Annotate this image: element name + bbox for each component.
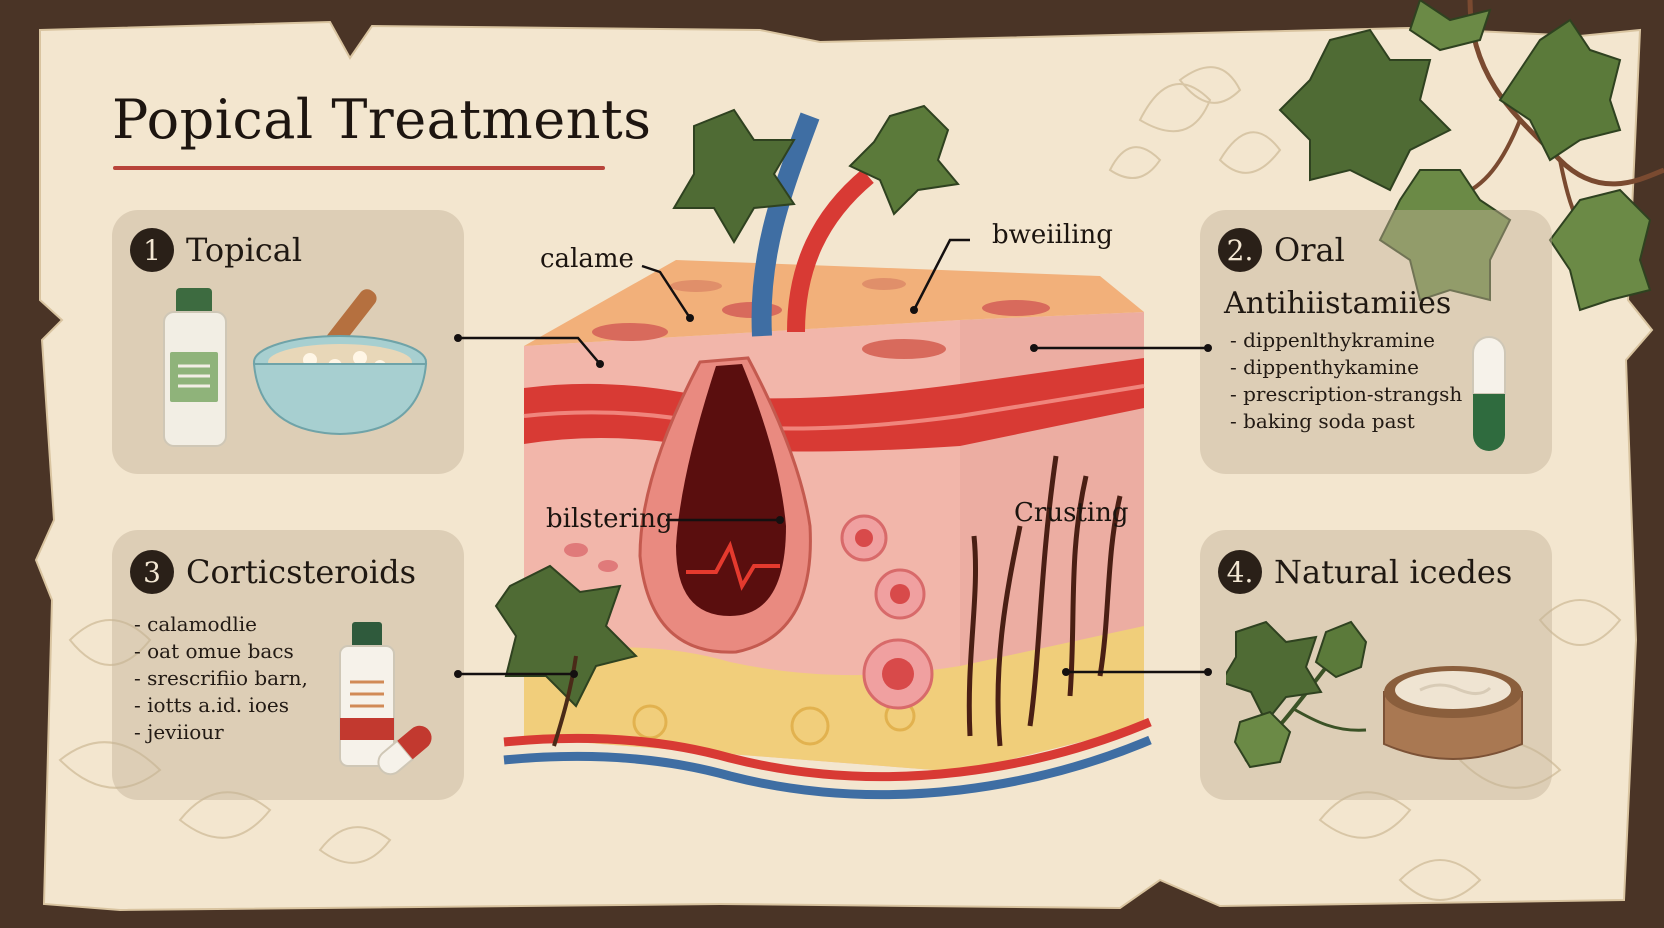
lotion-bottle-icon [163,288,227,447]
list-item: jeviiour [134,719,308,746]
plant-sprig-icon [1226,620,1368,769]
panel-natural-remedies-heading: Natural icedes [1274,553,1513,591]
label-crusting: Crusting [1014,498,1129,528]
panel-corticosteroids-header: 3 Corticsteroids [130,550,416,594]
panel-corticosteroids-list: calamodlie oat omue bacs srescrifiio bar… [134,611,308,746]
label-blistering: bilstering [546,504,673,534]
panel-oral-subheading: Antihiistamiies [1224,286,1452,321]
cream-bottle-icon [339,622,395,767]
pill-capsule-icon [1472,336,1506,451]
list-item: oat omue bacs [134,638,308,665]
panel-oral-heading: Oral [1274,231,1345,269]
oatmeal-bowl-icon [252,289,428,436]
list-item: dippenthykamine [1230,354,1462,381]
panel-natural-remedies-header: 4. Natural icedes [1218,550,1512,594]
list-item: dippenlthykramine [1230,327,1462,354]
panel-oral-header: 2. Oral [1218,228,1345,272]
pill-capsule-icon [377,725,432,776]
panel-corticosteroids-heading: Corticsteroids [186,553,416,591]
list-item: iotts a.id. ioes [134,692,308,719]
step-number-badge: 1 [130,228,174,272]
step-number-badge: 2. [1218,228,1262,272]
list-item: baking soda past [1230,408,1462,435]
page-title: Popical Treatments [112,88,652,151]
list-item: prescription-strangsh [1230,381,1462,408]
skin-cross-section-diagram [494,104,1152,800]
panel-topical-header: 1 Topical [130,228,302,272]
label-calame: calame [540,244,634,274]
panel-oral-list: dippenlthykramine dippenthykamine prescr… [1230,327,1462,435]
list-item: srescrifiio barn, [134,665,308,692]
title-underline [113,166,605,170]
salve-jar-icon [1383,666,1523,760]
step-number-badge: 4. [1218,550,1262,594]
panel-topical-heading: Topical [186,231,303,269]
label-bweibling: bweiiling [992,220,1113,250]
step-number-badge: 3 [130,550,174,594]
list-item: calamodlie [134,611,308,638]
